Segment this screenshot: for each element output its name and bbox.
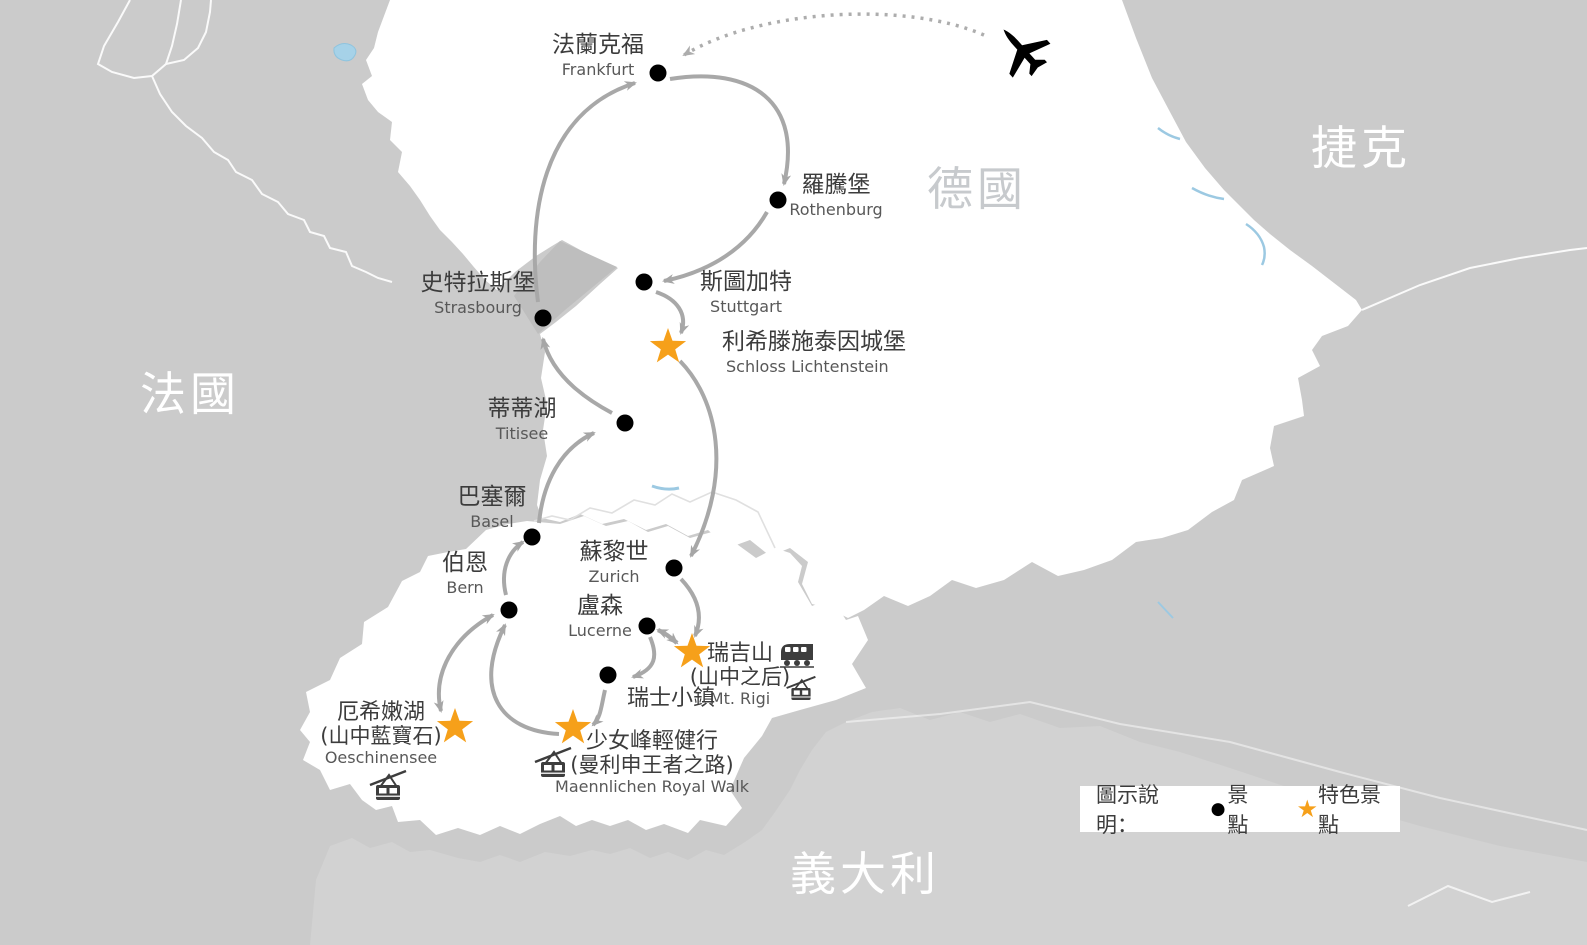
country-label-italy: 義大利 — [790, 847, 940, 901]
star-marker-rigi — [673, 633, 711, 668]
stop-name-en: Mt. Rigi — [709, 688, 771, 708]
stop-label-lichtenstein: 利希滕施泰因城堡 Schloss Lichtenstein — [722, 329, 906, 376]
stop-name-en: Frankfurt — [561, 59, 635, 79]
stop-label-frankfurt: 法蘭克福 Frankfurt — [552, 32, 644, 79]
stop-label-zurich: 蘇黎世 Zurich — [579, 539, 649, 586]
stop-name-zh: 蒂蒂湖 — [487, 396, 557, 422]
route-arrow-swisstown-maennlichen — [591, 689, 607, 727]
stop-label-maennlichen: 少女峰輕健行 (曼利申王者之路) Maennlichen Royal Walk — [555, 729, 749, 796]
stop-name-zh: 蘇黎世 — [579, 539, 649, 565]
legend-star-icon: ★ — [1296, 795, 1318, 823]
stop-name-en: Bern — [446, 577, 484, 597]
legend-star-label: 特色景點 — [1317, 783, 1381, 837]
dot-marker-zurich — [665, 559, 683, 577]
stop-name-en: Stuttgart — [710, 296, 782, 316]
stop-name-zh2: (山中之后) — [689, 664, 791, 689]
route-arrow-lichtenstein-zurich — [678, 359, 719, 558]
route-arrow-bern-oeschinensee — [433, 613, 495, 713]
cable-car-icon-rigi — [786, 675, 816, 700]
route-arrow-rigi-lucerne — [656, 627, 679, 645]
dot-marker-rothenburg — [769, 191, 787, 209]
stop-label-stuttgart: 斯圖加特 Stuttgart — [700, 269, 792, 316]
star-marker-maennlichen — [554, 709, 592, 744]
dot-marker-stuttgart — [635, 273, 653, 291]
stop-name-en: Titisee — [495, 423, 549, 443]
dot-marker-strasbourg — [534, 309, 552, 327]
stop-name-zh2: (曼利申王者之路) — [570, 752, 734, 777]
stop-name-zh: 少女峰輕健行 — [585, 729, 718, 754]
legend-title: 圖示說明： — [1096, 783, 1159, 837]
star-marker-lichtenstein — [649, 328, 687, 363]
route-arrow-basel-titisee — [537, 431, 596, 524]
stop-name-zh2: (山中藍寶石) — [320, 723, 442, 748]
map-italy — [310, 708, 1587, 945]
star-marker-oeschinensee — [436, 708, 474, 743]
stop-name-zh: 盧森 — [576, 593, 623, 619]
map-switzerland — [300, 516, 868, 835]
route-arrow-frankfurt-rothenburg — [669, 74, 792, 186]
stop-name-en: Lucerne — [568, 620, 632, 640]
water-features — [333, 43, 1266, 619]
stop-name-zh: 厄希嫩湖 — [336, 700, 426, 725]
stop-name-zh: 史特拉斯堡 — [420, 270, 536, 296]
stop-name-zh: 羅騰堡 — [801, 172, 871, 198]
legend-dot-label: 景點 — [1227, 783, 1249, 837]
route-arrow-bern-basel — [502, 540, 525, 596]
dot-marker-lucerne — [638, 617, 656, 635]
stop-name-en: Basel — [470, 511, 514, 531]
route-arrow-titisee-strasbourg — [540, 337, 613, 415]
route-arrow-lucerne-swisstown — [631, 636, 657, 679]
dot-marker-swisstown — [599, 666, 617, 684]
stop-label-rigi: 瑞吉山 (山中之后) Mt. Rigi — [689, 641, 791, 708]
route-arrows — [433, 74, 792, 736]
dot-marker-bern — [500, 601, 518, 619]
country-label-germany: 德國 — [927, 162, 1027, 216]
stop-name-zh: 法蘭克福 — [552, 32, 644, 58]
country-label-france: 法國 — [140, 367, 240, 421]
flight-path-dotted — [682, 12, 985, 57]
country-border-lines — [96, 0, 1587, 907]
stop-label-swiss-town: 瑞士小鎮 — [627, 686, 716, 711]
route-arrow-maennlichen-bern — [489, 623, 560, 736]
stop-label-bern: 伯恩 Bern — [442, 550, 488, 597]
stop-name-en: Oeschinensee — [324, 747, 438, 767]
cable-car-icon-maennlichen — [534, 746, 572, 777]
stop-label-titisee: 蒂蒂湖 Titisee — [487, 396, 557, 443]
legend: 圖示說明： ● 景點 ★ 特色景點 — [1080, 783, 1400, 837]
route-arrow-rothenburg-stuttgart — [662, 211, 769, 284]
airplane-icon — [1003, 29, 1051, 78]
dot-marker-frankfurt — [649, 64, 667, 82]
dot-marker-titisee — [616, 414, 634, 432]
route-arrow-stuttgart-lichtenstein — [655, 290, 690, 335]
stop-name-en: Strasbourg — [434, 297, 522, 317]
stop-name-en: Zurich — [588, 566, 640, 586]
stop-label-strasbourg: 史特拉斯堡 Strasbourg — [420, 270, 536, 317]
country-label-czech: 捷克 — [1311, 121, 1411, 175]
stop-label-oeschinensee: 厄希嫩湖 (山中藍寶石) Oeschinensee — [320, 700, 442, 767]
star-markers — [436, 328, 711, 744]
route-arrow-strasbourg-frankfurt — [532, 81, 637, 303]
dot-markers — [500, 64, 787, 684]
map-germany — [362, 0, 1362, 618]
stop-name-zh: 瑞士小鎮 — [627, 686, 716, 711]
stop-name-zh: 瑞吉山 — [706, 641, 774, 666]
train-icon — [780, 644, 814, 668]
route-arrow-zurich-rigi — [679, 577, 704, 638]
stop-name-zh: 斯圖加特 — [700, 269, 792, 295]
stop-name-en: Rothenburg — [789, 199, 883, 219]
stop-name-zh: 利希滕施泰因城堡 — [722, 329, 906, 355]
cable-car-icon-oeschinensee — [369, 769, 407, 800]
stop-label-basel: 巴塞爾 Basel — [457, 484, 527, 531]
stop-name-en: Maennlichen Royal Walk — [555, 776, 749, 796]
dot-marker-basel — [523, 528, 541, 546]
stop-name-zh: 伯恩 — [442, 550, 488, 576]
stop-name-en: Schloss Lichtenstein — [726, 356, 889, 376]
stop-label-rothenburg: 羅騰堡 Rothenburg — [789, 172, 883, 219]
stop-name-zh: 巴塞爾 — [457, 484, 527, 510]
legend-dot-icon: ● — [1210, 799, 1226, 819]
stop-label-lucerne: 盧森 Lucerne — [568, 593, 632, 640]
swiss-german-border — [533, 491, 776, 549]
